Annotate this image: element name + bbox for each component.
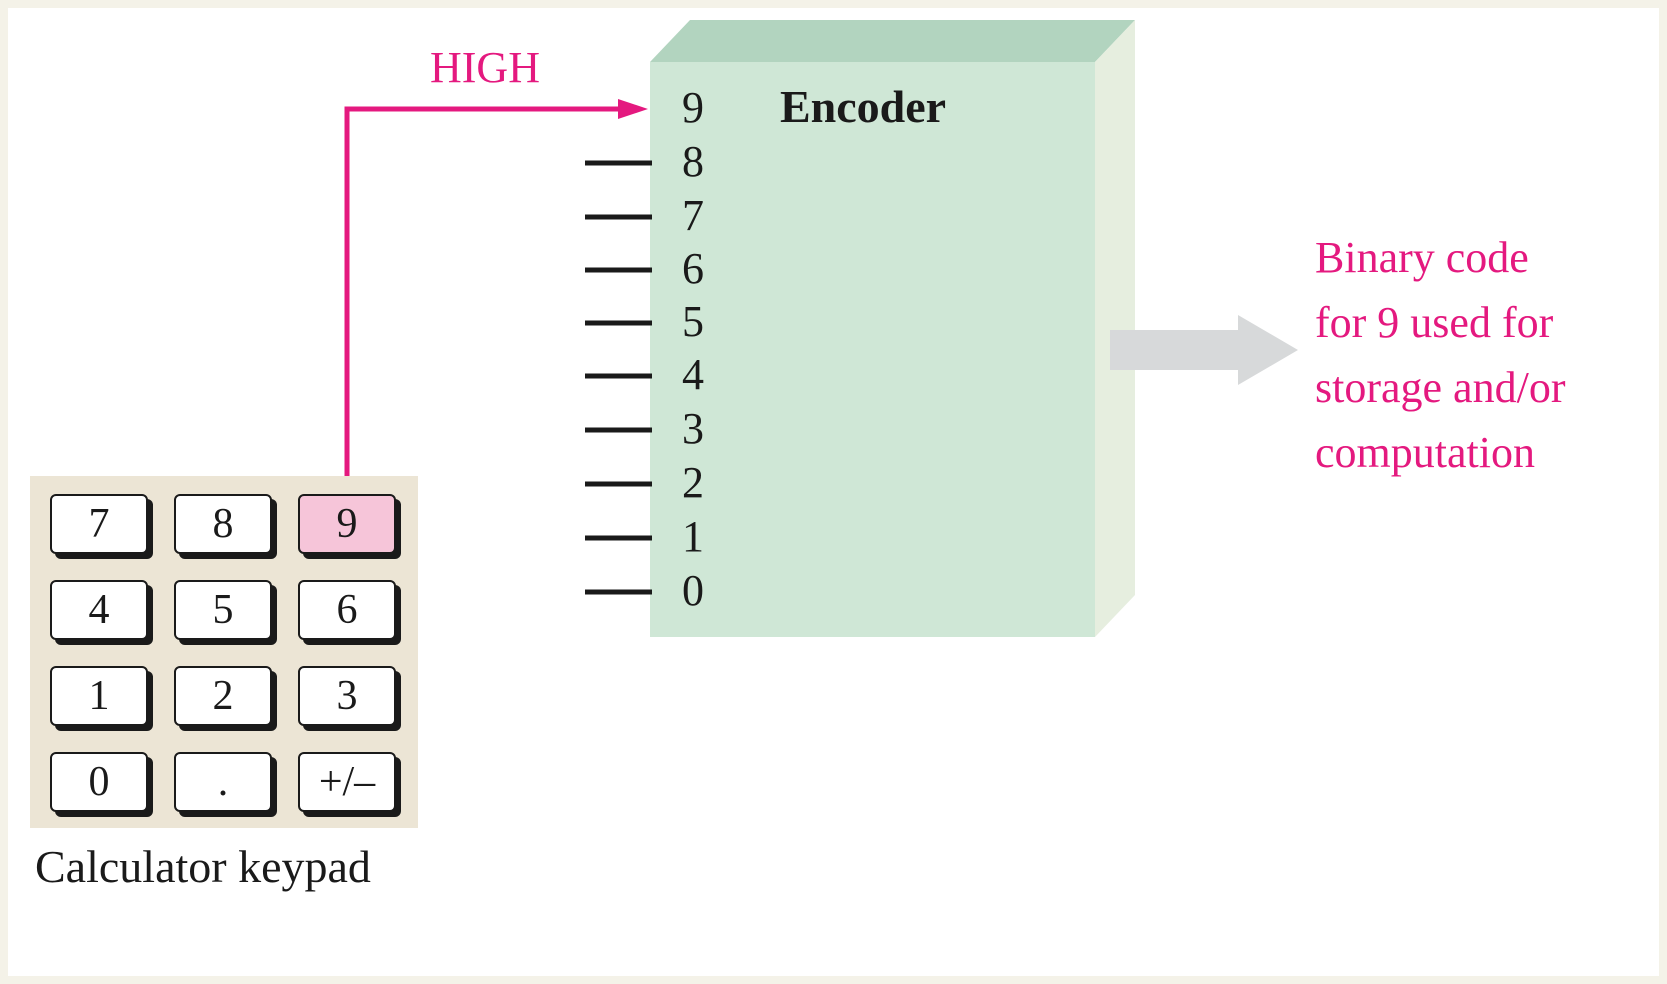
output-line-1: Binary code	[1315, 233, 1529, 282]
encoder-front-face	[650, 62, 1095, 637]
high-signal-line	[344, 106, 618, 490]
encoder-input-4: 4	[682, 350, 704, 399]
key-2[interactable]: 2	[174, 666, 272, 726]
key-plus-minus[interactable]: +/–	[298, 752, 396, 812]
output-line-2: for 9 used for	[1315, 298, 1554, 347]
calculator-keypad: 7 8 9 4 5 6 1 2 3 0 . +/–	[30, 476, 418, 828]
encoder-input-1: 1	[682, 512, 704, 561]
key-1[interactable]: 1	[50, 666, 148, 726]
encoder-input-7: 7	[682, 191, 704, 240]
key-3[interactable]: 3	[298, 666, 396, 726]
output-description: Binary code for 9 used for storage and/o…	[1315, 225, 1565, 485]
output-arrow	[1110, 315, 1298, 385]
encoder-input-8: 8	[682, 137, 704, 186]
encoder-input-9: 9	[682, 83, 704, 132]
output-line-4: computation	[1315, 428, 1535, 477]
key-8[interactable]: 8	[174, 494, 272, 554]
output-line-3: storage and/or	[1315, 363, 1566, 412]
encoder-input-3: 3	[682, 404, 704, 453]
key-0[interactable]: 0	[50, 752, 148, 812]
encoder-input-lines	[585, 160, 652, 595]
key-9-pressed[interactable]: 9	[298, 494, 396, 554]
encoder-input-5: 5	[682, 297, 704, 346]
encoder-input-2: 2	[682, 458, 704, 507]
key-7[interactable]: 7	[50, 494, 148, 554]
encoder-side-face	[1095, 20, 1135, 637]
key-decimal[interactable]: .	[174, 752, 272, 812]
keypad-caption: Calculator keypad	[35, 841, 371, 892]
encoder-input-6: 6	[682, 244, 704, 293]
encoder-top-face	[650, 20, 1135, 62]
key-6[interactable]: 6	[298, 580, 396, 640]
key-4[interactable]: 4	[50, 580, 148, 640]
encoder-input-0: 0	[682, 566, 704, 615]
encoder-title: Encoder	[780, 81, 947, 132]
high-label: HIGH	[430, 43, 540, 92]
key-5[interactable]: 5	[174, 580, 272, 640]
high-signal-arrowhead	[618, 99, 648, 119]
